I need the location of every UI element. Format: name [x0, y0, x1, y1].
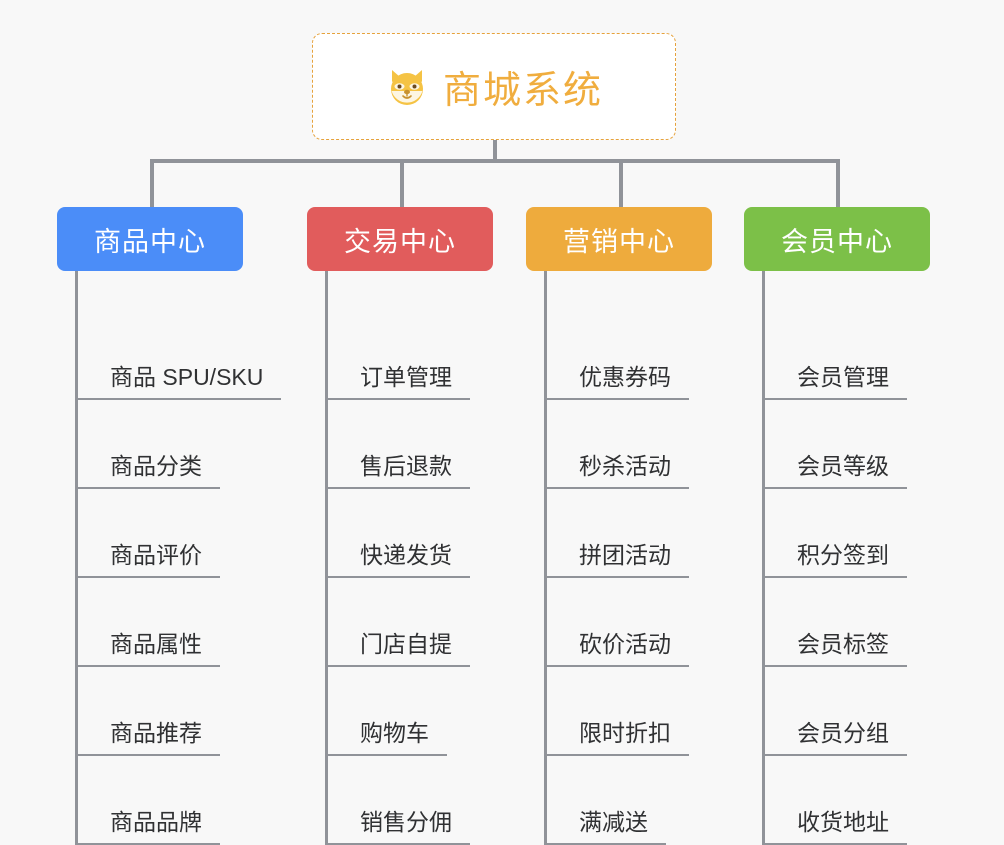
- category-header-2[interactable]: 交易中心: [307, 207, 493, 271]
- list-item[interactable]: 优惠券码: [547, 311, 712, 400]
- connector-root-vertical: [493, 140, 497, 161]
- list-item[interactable]: 会员管理: [765, 311, 930, 400]
- category-header-1[interactable]: 商品中心: [57, 207, 243, 271]
- list-item[interactable]: 会员等级: [765, 400, 930, 489]
- leaf-label: 拼团活动: [579, 542, 671, 568]
- list-item[interactable]: 商品评价: [78, 489, 243, 578]
- list-item[interactable]: 销售分佣: [328, 756, 493, 845]
- leaf-label: 会员等级: [797, 453, 889, 479]
- leaf-label: 商品推荐: [110, 720, 202, 746]
- leaf-label: 订单管理: [360, 364, 452, 390]
- leaf-label: 商品分类: [110, 453, 202, 479]
- category-title-1: 商品中心: [94, 226, 206, 257]
- list-item[interactable]: 商品分类: [78, 400, 243, 489]
- branch-column-3: 营销中心 优惠券码 秒杀活动 拼团活动 砍价活动 限时折扣 满减送: [526, 207, 712, 845]
- list-item[interactable]: 门店自提: [328, 578, 493, 667]
- category-title-3: 营销中心: [563, 226, 675, 257]
- leaf-label: 优惠券码: [579, 364, 671, 390]
- list-item[interactable]: 商品推荐: [78, 667, 243, 756]
- list-item[interactable]: 快递发货: [328, 489, 493, 578]
- connector-drop-3: [619, 159, 623, 207]
- category-title-2: 交易中心: [344, 226, 456, 257]
- category-header-3[interactable]: 营销中心: [526, 207, 712, 271]
- branch-items-1: 商品 SPU/SKU 商品分类 商品评价 商品属性 商品推荐 商品品牌: [75, 271, 282, 845]
- list-item[interactable]: 会员标签: [765, 578, 930, 667]
- root-node-shop-system[interactable]: 商城系统: [312, 33, 676, 140]
- leaf-label: 商品属性: [110, 631, 202, 657]
- connector-drop-1: [150, 159, 154, 207]
- leaf-label: 销售分佣: [360, 809, 452, 835]
- list-item[interactable]: 订单管理: [328, 311, 493, 400]
- list-item[interactable]: 收货地址: [765, 756, 930, 845]
- list-item[interactable]: 购物车: [328, 667, 493, 756]
- leaf-label: 购物车: [360, 720, 429, 746]
- list-item[interactable]: 商品品牌: [78, 756, 243, 845]
- list-item[interactable]: 满减送: [547, 756, 712, 845]
- leaf-label: 砍价活动: [579, 631, 671, 657]
- leaf-label: 收货地址: [797, 809, 889, 835]
- connector-drop-2: [400, 159, 404, 207]
- leaf-label: 会员分组: [797, 720, 889, 746]
- list-item[interactable]: 拼团活动: [547, 489, 712, 578]
- leaf-label: 快递发货: [360, 542, 452, 568]
- branch-column-4: 会员中心 会员管理 会员等级 积分签到 会员标签 会员分组 收货地址: [744, 207, 930, 845]
- branch-column-2: 交易中心 订单管理 售后退款 快递发货 门店自提 购物车 销售分佣: [307, 207, 493, 845]
- list-item[interactable]: 商品 SPU/SKU: [78, 311, 282, 400]
- list-item[interactable]: 积分签到: [765, 489, 930, 578]
- leaf-label: 限时折扣: [579, 720, 671, 746]
- leaf-label: 积分签到: [797, 542, 889, 568]
- branch-items-4: 会员管理 会员等级 积分签到 会员标签 会员分组 收货地址: [762, 271, 930, 845]
- list-item[interactable]: 限时折扣: [547, 667, 712, 756]
- connector-horizontal-bus: [150, 159, 836, 163]
- leaf-label: 会员管理: [797, 364, 889, 390]
- root-title: 商城系统: [442, 70, 603, 112]
- leaf-label: 商品 SPU/SKU: [110, 364, 264, 390]
- leaf-label: 售后退款: [360, 453, 452, 479]
- list-item[interactable]: 秒杀活动: [547, 400, 712, 489]
- branch-items-3: 优惠券码 秒杀活动 拼团活动 砍价活动 限时折扣 满减送: [544, 271, 712, 845]
- leaf-label: 会员标签: [797, 631, 889, 657]
- leaf-label: 满减送: [579, 809, 648, 835]
- connector-drop-4: [836, 159, 840, 207]
- leaf-label: 商品品牌: [110, 809, 202, 835]
- category-header-4[interactable]: 会员中心: [744, 207, 930, 271]
- category-title-4: 会员中心: [781, 226, 893, 257]
- list-item[interactable]: 售后退款: [328, 400, 493, 489]
- list-item[interactable]: 会员分组: [765, 667, 930, 756]
- branch-column-1: 商品中心 商品 SPU/SKU 商品分类 商品评价 商品属性 商品推荐 商品品牌: [57, 207, 282, 845]
- leaf-label: 商品评价: [110, 542, 202, 568]
- branch-items-2: 订单管理 售后退款 快递发货 门店自提 购物车 销售分佣: [325, 271, 493, 845]
- list-item[interactable]: 商品属性: [78, 578, 243, 667]
- list-item[interactable]: 砍价活动: [547, 578, 712, 667]
- shiba-dog-face-icon: [385, 65, 429, 109]
- leaf-label: 门店自提: [360, 631, 452, 657]
- leaf-label: 秒杀活动: [579, 453, 671, 479]
